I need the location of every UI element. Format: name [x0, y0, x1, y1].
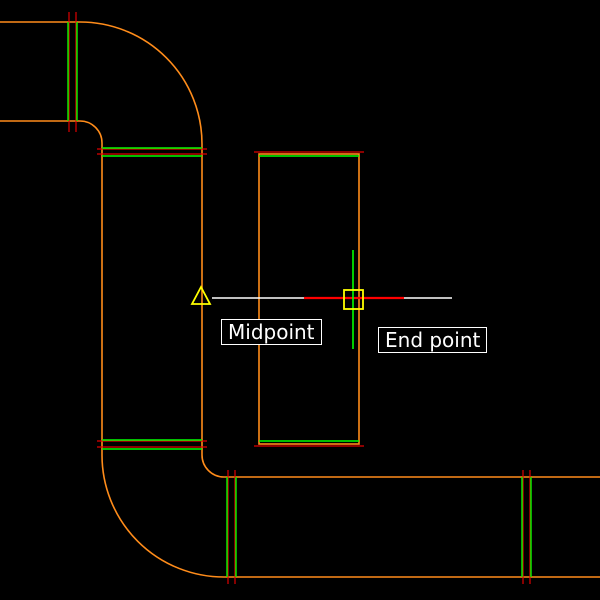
midpoint-snap-tooltip: Midpoint: [221, 319, 322, 345]
endpoint-snap-tooltip: End point: [378, 327, 488, 353]
duct-joints: [67, 22, 532, 577]
duct-bottom-inner-edge: [201, 454, 600, 478]
joint-ticks: [68, 12, 531, 584]
duct-top-inner-edge: [0, 120, 103, 144]
duct-outlines: [0, 21, 600, 578]
duct-bottom-outer-edge: [101, 454, 600, 578]
square-endpoint-snap-icon: [343, 289, 364, 310]
duct-top-outer-edge: [0, 21, 203, 145]
triangle-midpoint-snap-icon: [190, 285, 212, 305]
